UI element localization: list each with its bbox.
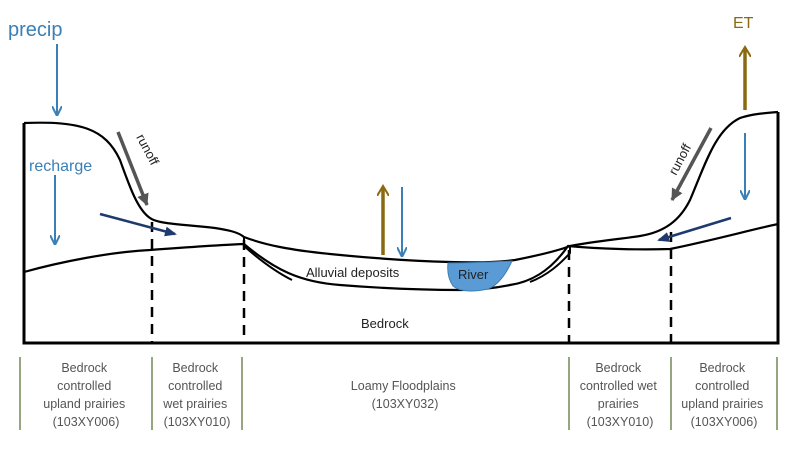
zone-label-floodplain: Loamy Floodplains (103XY032) — [351, 379, 459, 411]
alluvial-deposits-label: Alluvial deposits — [306, 265, 400, 280]
zone-label-wet-left: Bedrock controlled wet prairies (103XY01… — [162, 361, 230, 429]
zone-label-upland-left: Bedrock controlled upland prairies (103X… — [43, 361, 128, 429]
recharge-label: recharge — [29, 158, 92, 175]
bedrock-label: Bedrock — [361, 316, 409, 331]
left-groundwater-arrow — [99, 212, 177, 237]
et-label: ET — [733, 15, 754, 32]
left-runoff-label: runoff — [133, 131, 162, 168]
cross-section-outline — [22, 112, 780, 345]
right-runoff-label: runoff — [665, 141, 694, 178]
river-shape — [447, 260, 513, 292]
right-runoff-arrow — [670, 127, 713, 201]
river-label: River — [458, 267, 489, 282]
ground-surface-line — [23, 110, 779, 264]
right-groundwater-arrow — [657, 216, 732, 242]
zone-label-upland-right: Bedrock controlled upland prairies (103X… — [681, 361, 766, 429]
left-runoff-arrow — [116, 131, 149, 206]
zone-label-wet-right: Bedrock controlled wet prairies (103XY01… — [580, 361, 661, 429]
water-table-line — [23, 222, 779, 292]
precip-label: precip — [8, 19, 62, 41]
